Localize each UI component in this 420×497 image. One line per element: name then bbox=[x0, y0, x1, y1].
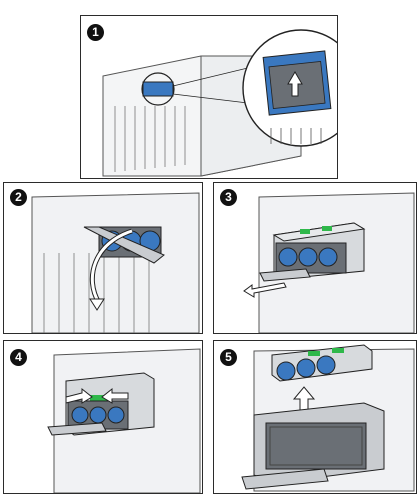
step-4-illustration bbox=[4, 341, 203, 494]
step-5-panel: 5 bbox=[213, 340, 417, 494]
step-5-illustration bbox=[214, 341, 417, 494]
step-2-illustration bbox=[4, 183, 203, 334]
step-1-panel: 1 bbox=[80, 15, 338, 179]
step-1-illustration bbox=[81, 16, 338, 179]
step-2-panel: 2 bbox=[3, 182, 203, 334]
step-4-panel: 4 bbox=[3, 340, 203, 494]
step-3-panel: 3 bbox=[213, 182, 417, 334]
step-3-illustration bbox=[214, 183, 417, 334]
